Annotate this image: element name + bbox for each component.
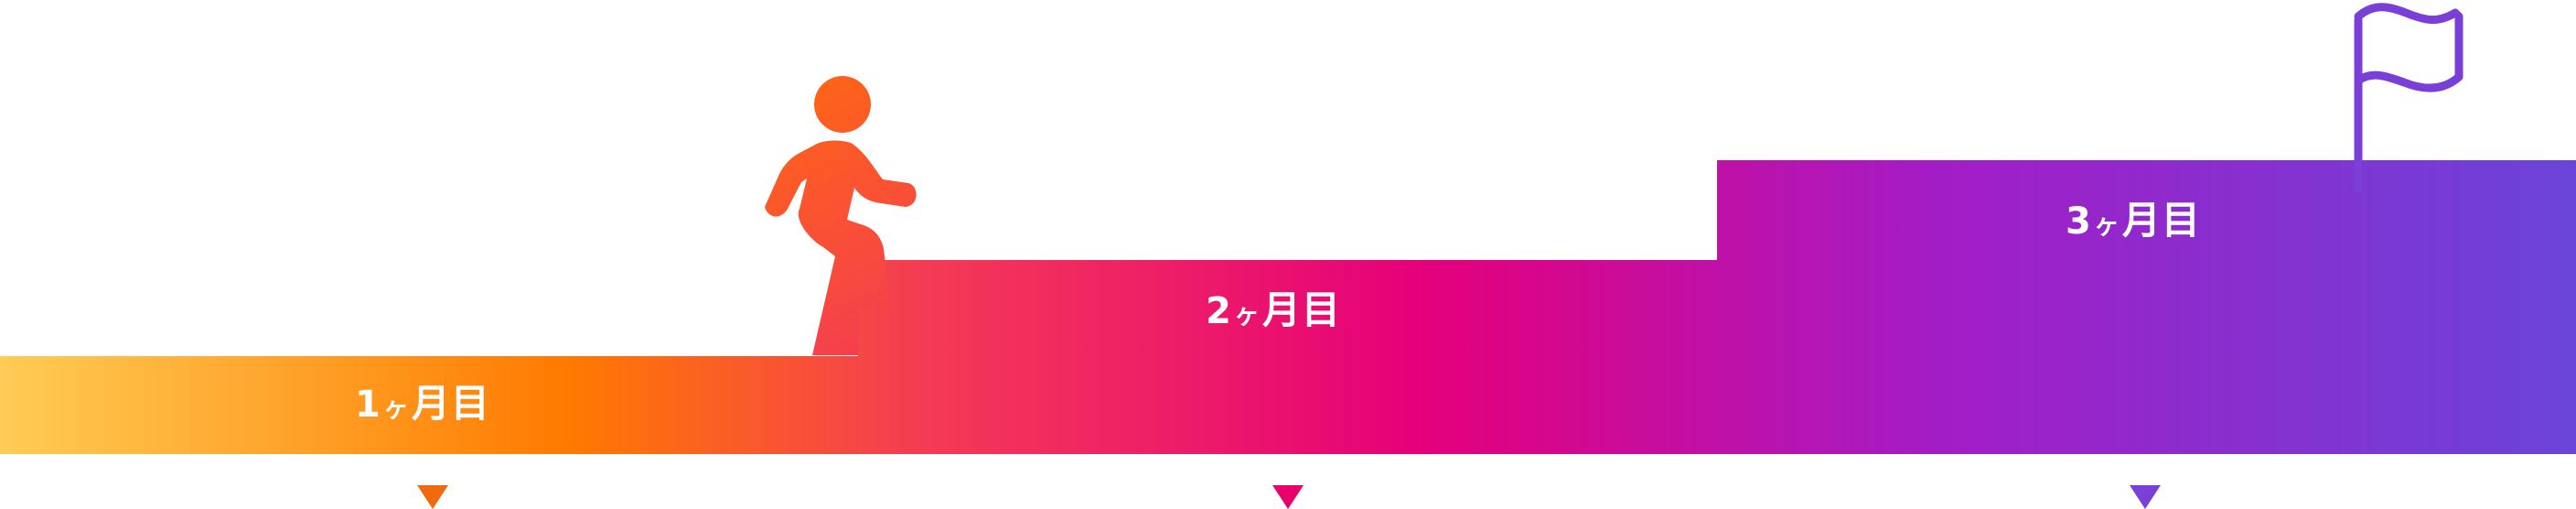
- step-1-number: 1: [355, 384, 381, 426]
- step-label-month-2: 2ヶ月目: [1206, 291, 1341, 330]
- step-2-counter: ヶ: [1233, 299, 1261, 330]
- step-3-counter: ヶ: [2093, 210, 2120, 240]
- step-label-month-3: 3ヶ月目: [2066, 198, 2201, 243]
- timeline-marker-month-3: [2130, 485, 2161, 509]
- step-2-unit: 月目: [1261, 287, 1341, 332]
- person-walking-up-stairs-icon: [765, 76, 917, 355]
- step-2-number: 2: [1206, 290, 1232, 332]
- timeline-marker-month-2: [1272, 485, 1304, 509]
- step-1-counter: ヶ: [382, 393, 410, 423]
- step-3-unit: 月目: [2121, 198, 2201, 243]
- step-3-number: 3: [2066, 200, 2092, 243]
- goal-flag-icon: [2354, 3, 2463, 193]
- timeline-marker-month-1: [417, 485, 448, 509]
- step-1-unit: 月目: [411, 381, 490, 426]
- stair-steps: [0, 160, 2576, 454]
- step-label-month-1: 1ヶ月目: [355, 381, 490, 426]
